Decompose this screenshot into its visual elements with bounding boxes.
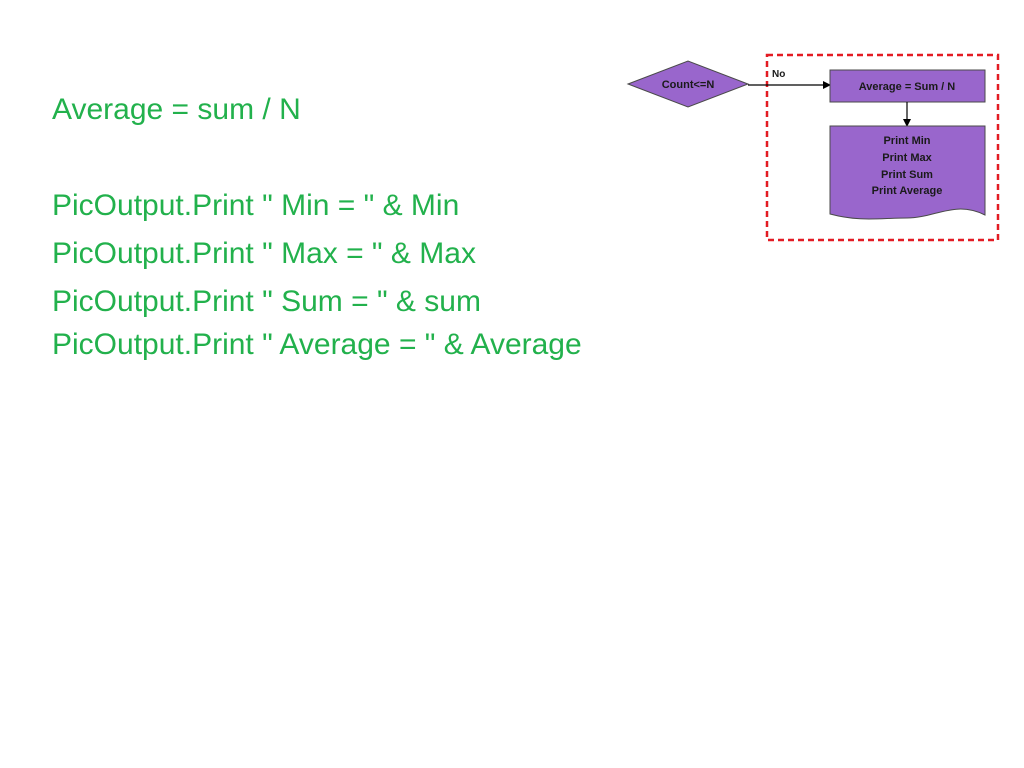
output-line-print-max: Print Max [882, 152, 932, 164]
output-line-print-average: Print Average [872, 185, 943, 197]
process-box [829, 69, 986, 103]
print-average-code-line: PicOutput.Print " Average = " & Average [52, 328, 582, 361]
highlight-box [765, 53, 1000, 242]
decision-label: Count<=N [662, 79, 715, 91]
average-code-line: Average = sum / N [52, 93, 301, 126]
decision-diamond [626, 60, 750, 108]
output-document-shape [829, 125, 986, 220]
no-branch-label: No [772, 69, 785, 80]
print-max-code-line: PicOutput.Print " Max = " & Max [52, 237, 476, 270]
output-line-print-sum: Print Sum [881, 169, 933, 181]
print-min-code-line: PicOutput.Print " Min = " & Min [52, 189, 460, 222]
process-label: Average = Sum / N [859, 81, 956, 93]
output-line-print-min: Print Min [883, 135, 930, 147]
print-sum-code-line: PicOutput.Print " Sum = " & sum [52, 285, 481, 318]
